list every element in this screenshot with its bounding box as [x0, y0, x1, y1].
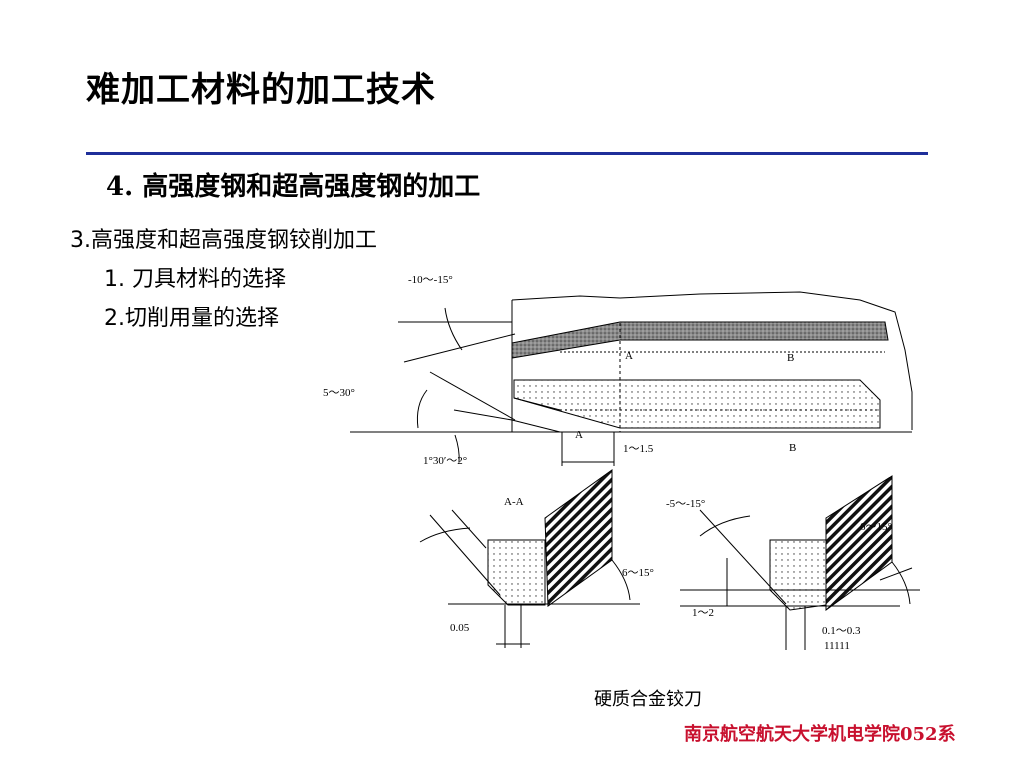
dim-005-label: 0.05 — [450, 622, 470, 634]
land-dimension-label: 1～1.5 — [623, 443, 654, 455]
page-title: 难加工材料的加工技术 — [86, 70, 436, 110]
section-b-bottom-label: B — [789, 442, 796, 454]
reamer-side-view — [350, 291, 913, 466]
section-subtitle: 4. 高强度钢和超高强度钢的加工 — [106, 172, 481, 202]
footer-institution: 南京航空航天大学机电学院052系 — [684, 724, 956, 745]
dim-01-03-label: 0.1～0.3 — [822, 625, 861, 637]
angle-right-side-label: 6～15° — [860, 521, 892, 533]
small-mark-label: 11111 — [824, 640, 850, 652]
angle-right-top-label: -5～-15° — [666, 498, 705, 510]
view-aa-label: A-A — [504, 496, 524, 508]
section-a-top-label: A — [625, 350, 633, 362]
section-b-top-label: B — [787, 352, 794, 364]
angle-top-label: -10～-15° — [408, 274, 453, 286]
title-divider — [86, 152, 928, 155]
content-item-1: 1. 刀具材料的选择 — [104, 267, 286, 292]
content-item-2: 2.切削用量的选择 — [104, 306, 279, 331]
section-aa-view — [419, 469, 640, 648]
content-heading: 3.高强度和超高强度钢铰削加工 — [70, 228, 377, 253]
angle-left-label: 5～30° — [323, 387, 355, 399]
section-a-bottom-label: A — [575, 429, 583, 441]
angle-bottom-label: 1°30′～2° — [423, 455, 467, 467]
diagram-caption: 硬质合金铰刀 — [594, 689, 702, 710]
angle-aa-label: 6～15° — [622, 567, 654, 579]
section-right-view — [680, 475, 920, 650]
dim-1-2-label: 1～2 — [692, 607, 714, 619]
